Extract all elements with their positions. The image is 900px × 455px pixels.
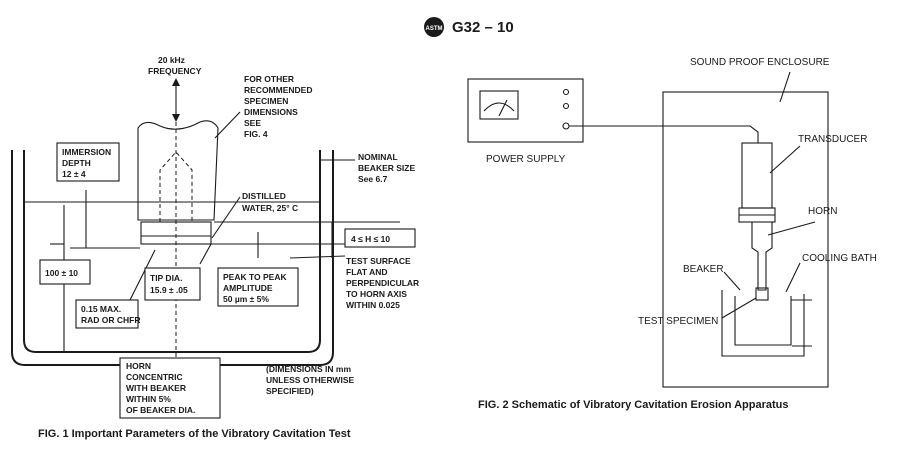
svg-text:WITHIN 5%: WITHIN 5%: [126, 394, 171, 404]
other-dimensions-label: FOR OTHER RECOMMENDED SPECIMEN DIMENSION…: [244, 74, 312, 139]
svg-text:RECOMMENDED: RECOMMENDED: [244, 85, 312, 95]
svg-text:PERPENDICULAR: PERPENDICULAR: [346, 278, 419, 288]
svg-text:SEE: SEE: [244, 118, 261, 128]
transducer-label: TRANSDUCER: [798, 134, 867, 145]
fig1-caption: FIG. 1 Important Parameters of the Vibra…: [38, 428, 351, 440]
horn-label: HORN: [808, 206, 837, 217]
beaker-label: BEAKER: [683, 264, 724, 275]
test-specimen-label: TEST SPECIMEN: [638, 316, 718, 327]
svg-text:15.9 ± .05: 15.9 ± .05: [150, 285, 188, 295]
svg-text:0.15 MAX.: 0.15 MAX.: [81, 304, 121, 314]
units-note: (DIMENSIONS IN mm UNLESS OTHERWISE SPECI…: [266, 364, 354, 396]
svg-text:TO HORN AXIS: TO HORN AXIS: [346, 289, 407, 299]
svg-text:See 6.7: See 6.7: [358, 174, 388, 184]
tip-dia-box: [144, 267, 201, 301]
svg-text:HORN: HORN: [126, 361, 151, 371]
fig2-caption: FIG. 2 Schematic of Vibratory Cavitation…: [478, 399, 789, 411]
svg-text:DEPTH: DEPTH: [62, 158, 91, 168]
fig2-diagram: [467, 71, 829, 388]
water-label: DISTILLED WATER, 25° C: [242, 191, 298, 213]
svg-text:IMMERSION: IMMERSION: [62, 147, 111, 157]
amplitude-box: [217, 267, 299, 307]
frequency-label: 20 kHz FREQUENCY: [148, 55, 202, 76]
svg-text:RAD OR CHFR: RAD OR CHFR: [81, 315, 141, 325]
cooling-bath-label: COOLING BATH: [802, 253, 877, 264]
svg-text:SPECIMEN: SPECIMEN: [244, 96, 288, 106]
tip-dia-label: TIP DIA. 15.9 ± .05: [150, 273, 188, 295]
immersion-depth-label: IMMERSION DEPTH 12 ± 4: [62, 147, 111, 179]
astm-logo-icon: ASTM: [424, 17, 444, 37]
fig1-diagram: [11, 78, 400, 370]
radius-box: [75, 299, 139, 329]
svg-text:OF BEAKER DIA.: OF BEAKER DIA.: [126, 405, 195, 415]
svg-text:UNLESS OTHERWISE: UNLESS OTHERWISE: [266, 375, 354, 385]
svg-text:(DIMENSIONS IN mm: (DIMENSIONS IN mm: [266, 364, 351, 374]
concentric-label: HORN CONCENTRIC WITH BEAKER WITHIN 5% OF…: [126, 361, 195, 415]
amplitude-label: PEAK TO PEAK AMPLITUDE 50 µm ± 5%: [223, 272, 287, 304]
power-supply-label: POWER SUPPLY: [486, 154, 566, 165]
svg-text:BEAKER SIZE: BEAKER SIZE: [358, 163, 415, 173]
h-range-box: [344, 228, 416, 248]
beaker-size-label: NOMINAL BEAKER SIZE See 6.7: [358, 152, 415, 184]
svg-text:FOR OTHER: FOR OTHER: [244, 74, 294, 84]
svg-text:CONCENTRIC: CONCENTRIC: [126, 372, 183, 382]
depth-100-box: [39, 259, 91, 285]
svg-text:DIMENSIONS: DIMENSIONS: [244, 107, 298, 117]
svg-text:SPECIFIED): SPECIFIED): [266, 386, 314, 396]
svg-text:WITHIN 0.025: WITHIN 0.025: [346, 300, 400, 310]
svg-text:NOMINAL: NOMINAL: [358, 152, 398, 162]
radius-label: 0.15 MAX. RAD OR CHFR: [81, 304, 141, 325]
svg-text:DISTILLED: DISTILLED: [242, 191, 286, 201]
h-range-label: 4 ≤ H ≤ 10: [351, 234, 390, 244]
svg-text:TEST SURFACE: TEST SURFACE: [346, 256, 411, 266]
svg-text:FREQUENCY: FREQUENCY: [148, 66, 202, 76]
depth-100-label: 100 ± 10: [45, 268, 78, 278]
svg-text:WITH BEAKER: WITH BEAKER: [126, 383, 186, 393]
svg-text:AMPLITUDE: AMPLITUDE: [223, 283, 273, 293]
svg-text:ASTM: ASTM: [426, 26, 443, 32]
svg-text:TIP DIA.: TIP DIA.: [150, 273, 182, 283]
svg-text:PEAK TO PEAK: PEAK TO PEAK: [223, 272, 287, 282]
test-surface-label: TEST SURFACE FLAT AND PERPENDICULAR TO H…: [346, 256, 419, 310]
svg-text:FLAT AND: FLAT AND: [346, 267, 388, 277]
immersion-depth-box: [56, 142, 120, 182]
standard-designation: G32 – 10: [452, 19, 514, 36]
svg-text:WATER, 25° C: WATER, 25° C: [242, 203, 298, 213]
svg-text:50 µm ± 5%: 50 µm ± 5%: [223, 294, 269, 304]
enclosure-label: SOUND PROOF ENCLOSURE: [690, 57, 830, 68]
concentric-box: [119, 357, 221, 419]
svg-text:FIG. 4: FIG. 4: [244, 129, 268, 139]
svg-text:12 ± 4: 12 ± 4: [62, 169, 86, 179]
svg-text:20 kHz: 20 kHz: [158, 55, 185, 65]
